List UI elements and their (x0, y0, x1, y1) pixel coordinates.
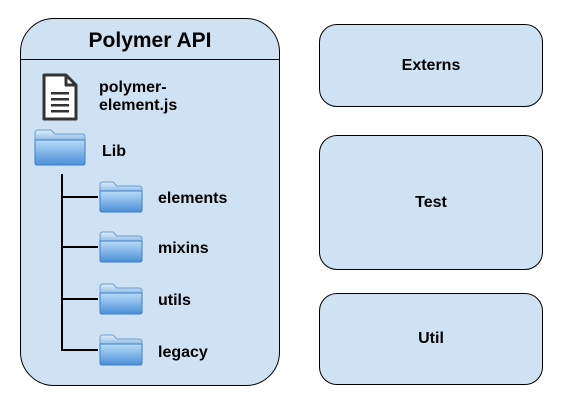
elements-folder-icon (98, 180, 144, 214)
externs-label: Externs (401, 56, 461, 74)
tree-branch-elements (61, 196, 98, 198)
util-box: Util (319, 293, 543, 385)
mixins-folder-icon (98, 230, 144, 264)
document-icon (41, 72, 79, 122)
tree-vertical-line (61, 174, 63, 350)
title-divider (21, 59, 279, 60)
tree-branch-utils (61, 298, 98, 300)
util-label: Util (418, 330, 444, 347)
file-label-line1: polymer- (99, 79, 167, 96)
elements-label: elements (158, 190, 228, 207)
file-label-line2: element.js (99, 97, 178, 114)
lib-label: Lib (102, 143, 126, 160)
polymer-api-title: Polymer API (88, 29, 212, 52)
utils-label: utils (158, 292, 191, 309)
lib-folder-icon (33, 127, 87, 167)
legacy-label: legacy (158, 344, 208, 361)
legacy-folder-icon (98, 333, 144, 367)
tree-branch-mixins (61, 246, 98, 248)
test-label: Test (415, 193, 447, 211)
utils-folder-icon (98, 282, 144, 316)
tree-branch-legacy (61, 349, 98, 351)
externs-box: Externs (319, 24, 543, 107)
mixins-label: mixins (158, 240, 209, 257)
test-box: Test (319, 135, 543, 270)
